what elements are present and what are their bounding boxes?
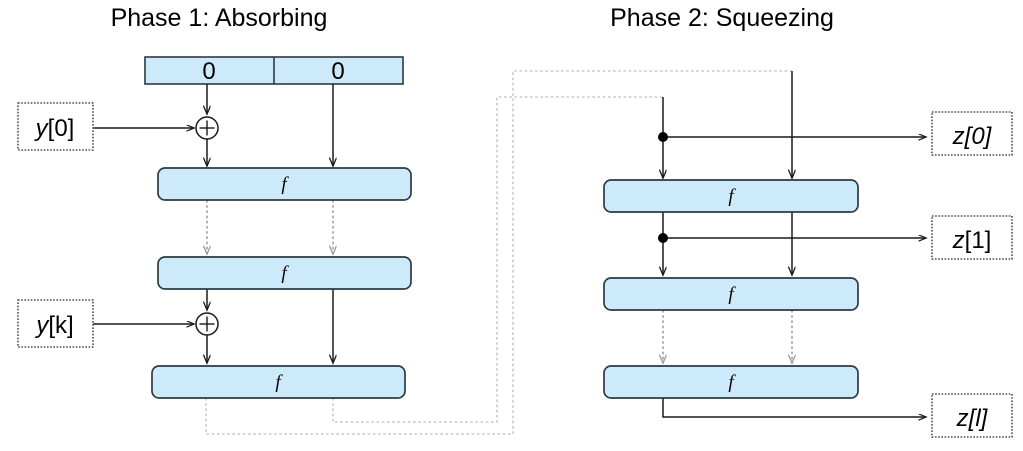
output-z-1-index: [1] bbox=[965, 227, 992, 254]
output-z-1-var: z bbox=[952, 227, 965, 254]
input-y-k-label: y[k] bbox=[34, 312, 73, 339]
state-register: 0 0 bbox=[144, 56, 404, 85]
output-z-1[interactable]: z[1] bbox=[931, 215, 1013, 260]
output-z-l[interactable]: z[l] bbox=[931, 393, 1013, 438]
output-z-l-var: z bbox=[956, 405, 969, 432]
f-block-squeeze-3: f bbox=[603, 365, 859, 399]
phase-1-title: Phase 1: Absorbing bbox=[111, 4, 328, 32]
output-z-0-index: [0] bbox=[964, 123, 993, 150]
state-cell-rate: 0 bbox=[202, 58, 215, 85]
tap-node-z1 bbox=[658, 233, 668, 243]
output-z-1-label: z[1] bbox=[952, 227, 992, 254]
f-block-absorb-3-label: f bbox=[275, 372, 283, 393]
wire-squeeze-out-to-zl bbox=[662, 398, 926, 417]
output-z-0[interactable]: z[0] bbox=[931, 111, 1013, 156]
f-block-squeeze-2: f bbox=[603, 277, 859, 311]
f-block-squeeze-3-label: f bbox=[728, 372, 736, 393]
input-y-k-index: [k] bbox=[48, 312, 73, 339]
output-z-0-label: z[0] bbox=[952, 123, 993, 150]
feedback-path-capacity bbox=[332, 96, 663, 423]
xor-node-k bbox=[195, 312, 219, 336]
output-z-0-var: z bbox=[952, 123, 965, 150]
input-y-k[interactable]: y[k] bbox=[17, 299, 94, 348]
f-block-absorb-1-label: f bbox=[281, 174, 289, 195]
tap-node-z0 bbox=[658, 132, 668, 142]
output-z-l-index: [l] bbox=[968, 405, 989, 432]
f-block-squeeze-1-label: f bbox=[728, 186, 736, 207]
f-block-absorb-2: f bbox=[157, 256, 412, 290]
state-cell-capacity: 0 bbox=[331, 58, 344, 85]
f-block-absorb-3: f bbox=[151, 365, 406, 399]
f-block-absorb-1: f bbox=[157, 167, 412, 201]
xor-node-0 bbox=[195, 116, 219, 140]
phase-2-title: Phase 2: Squeezing bbox=[610, 4, 834, 32]
f-block-squeeze-1: f bbox=[603, 179, 859, 213]
input-y-0-var: y bbox=[34, 115, 50, 142]
input-y-0-index: [0] bbox=[48, 115, 75, 142]
output-z-l-label: z[l] bbox=[956, 405, 989, 432]
f-block-squeeze-2-label: f bbox=[728, 284, 736, 305]
f-block-absorb-2-label: f bbox=[281, 263, 289, 284]
input-y-0[interactable]: y[0] bbox=[17, 102, 94, 151]
input-y-0-label: y[0] bbox=[34, 115, 75, 142]
input-y-k-var: y bbox=[34, 312, 50, 339]
